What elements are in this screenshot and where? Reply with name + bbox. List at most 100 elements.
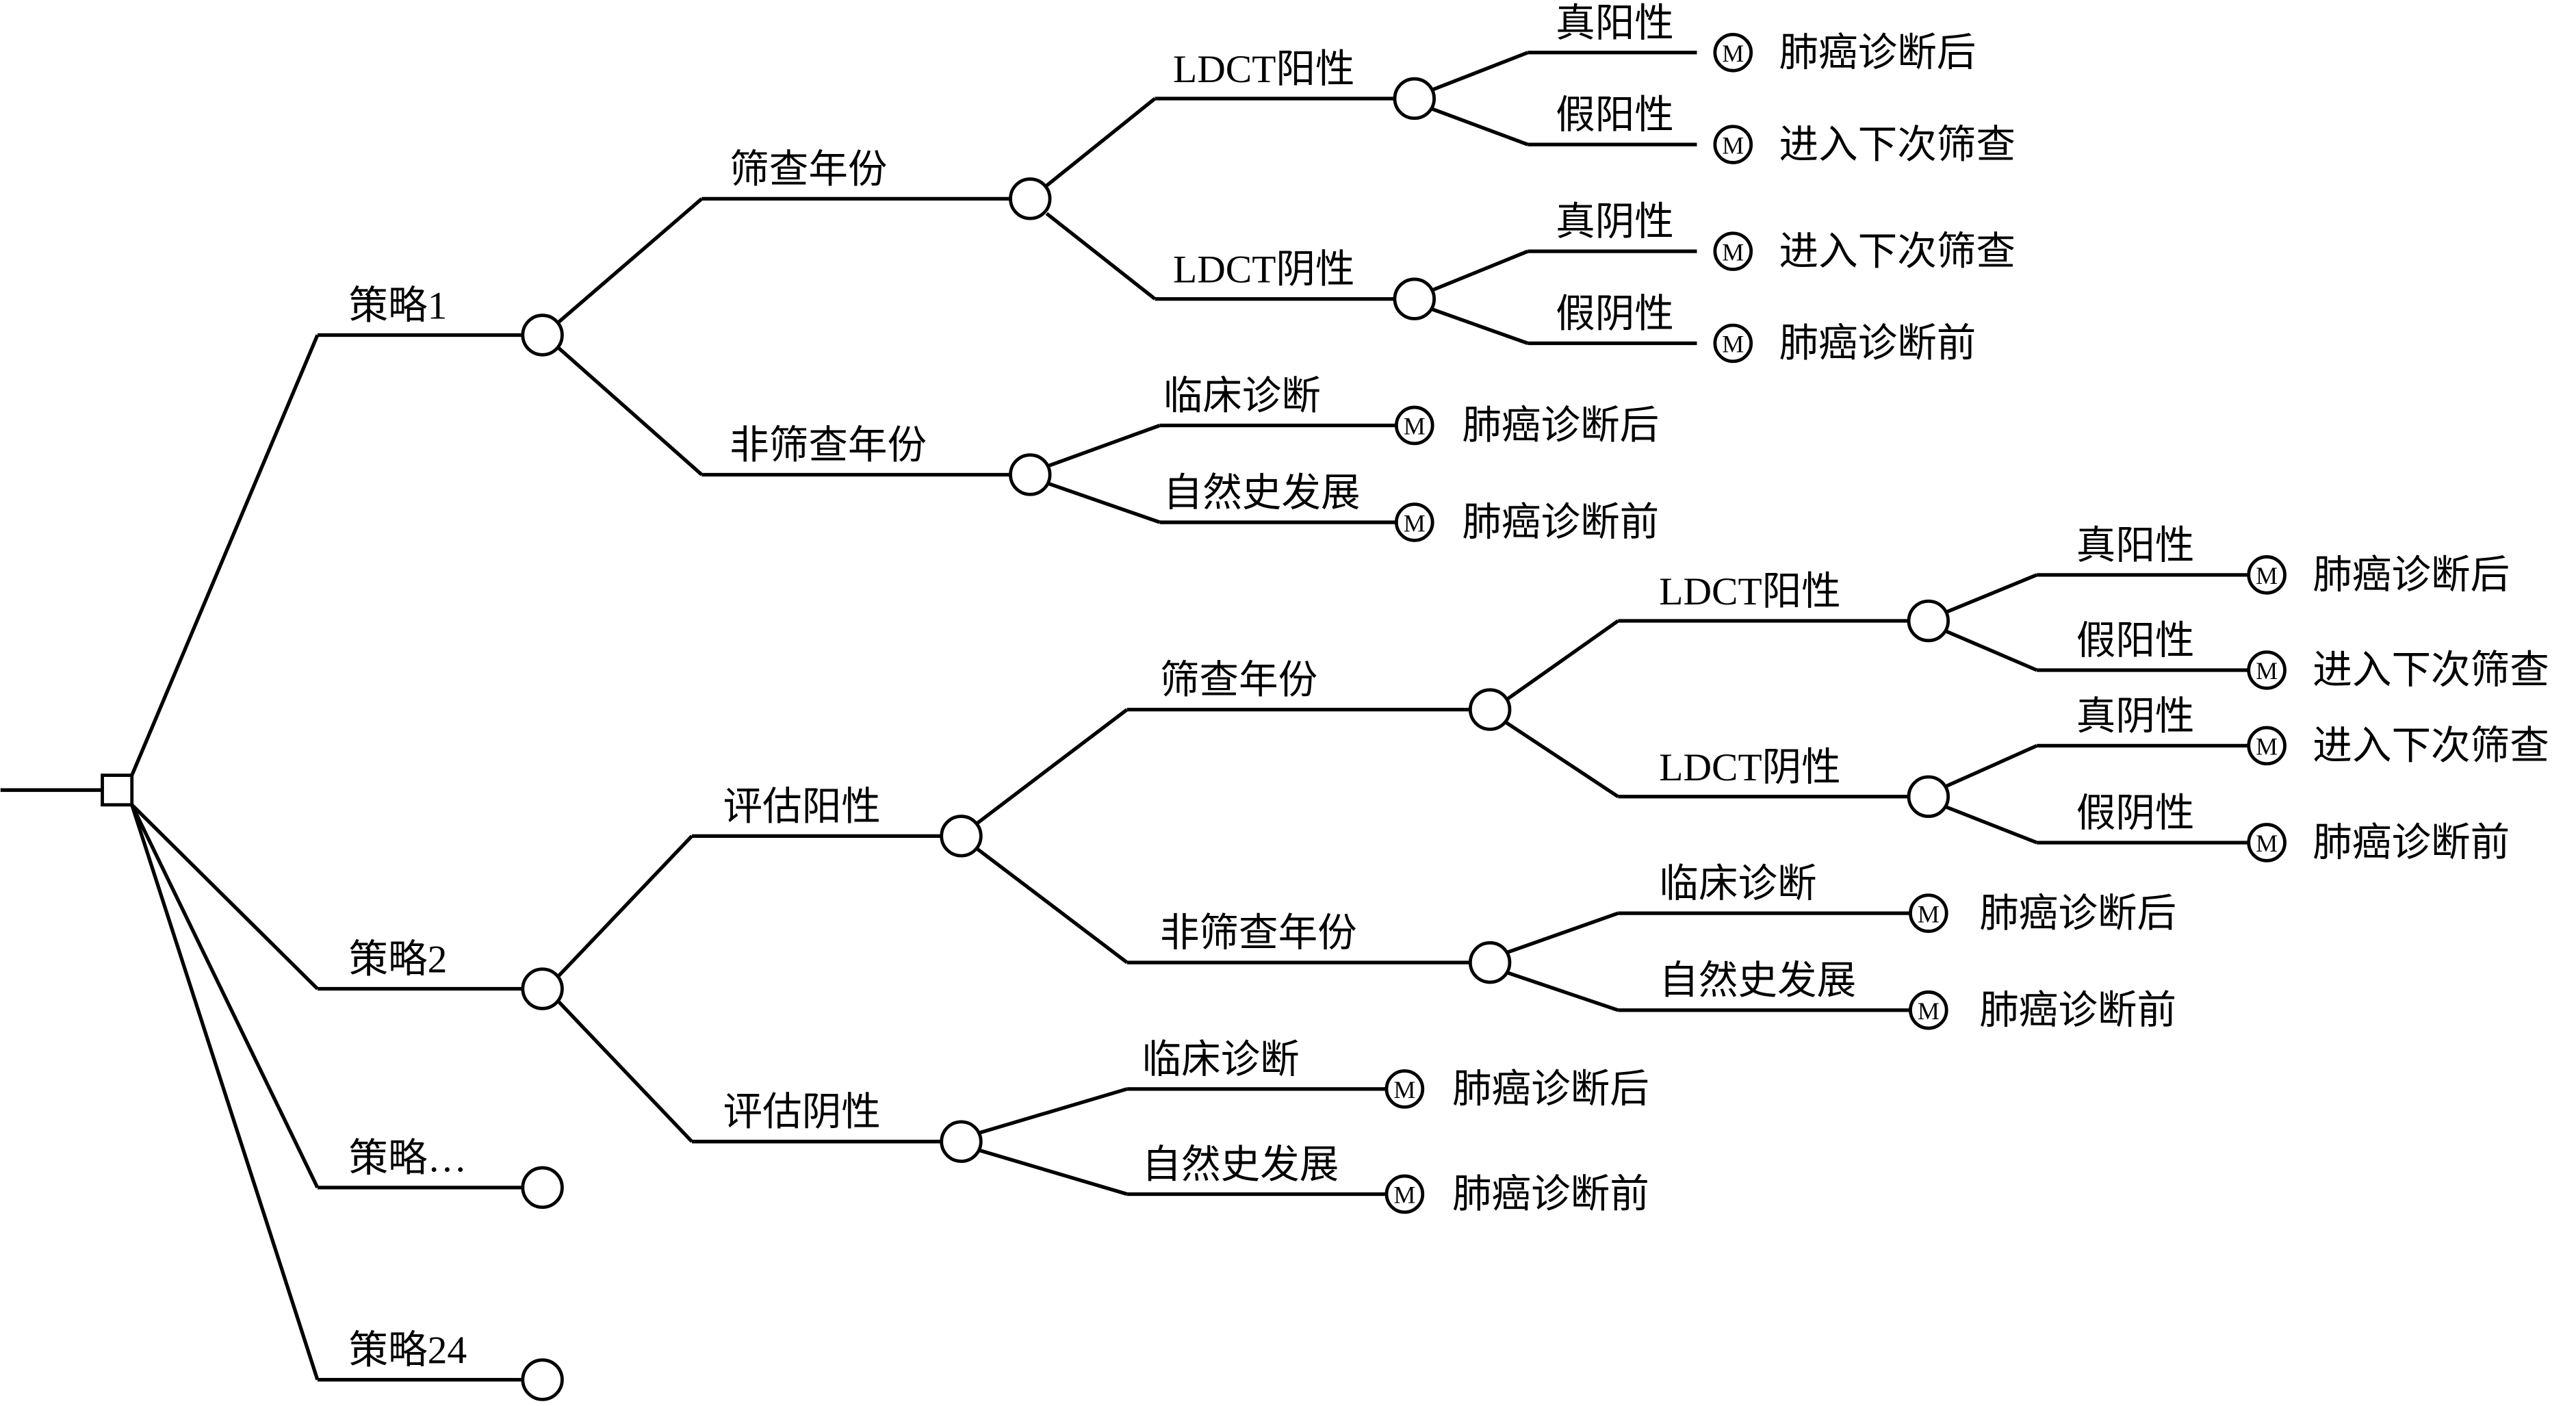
branch-line	[1046, 423, 1161, 468]
branch-line	[1944, 743, 2038, 789]
clinical-diagnosis-label: 临床诊断	[1142, 1038, 1299, 1082]
terminal-label: 肺癌诊断前	[1462, 501, 1659, 544]
chance-node	[940, 1120, 983, 1163]
markov-node-label: M	[1393, 1181, 1415, 1209]
terminal-label: 进入下次筛查	[1779, 230, 2015, 273]
markov-node-label: M	[2256, 657, 2278, 685]
branch-line	[1505, 619, 1619, 702]
markov-node	[1909, 893, 1948, 933]
true-positive-label: 真阳性	[1556, 2, 1674, 45]
ldct-negative-label: LDCT阴性	[1659, 746, 1840, 789]
branch-line	[1506, 971, 1619, 1012]
markov-node-label: M	[1918, 997, 1940, 1025]
screening-year-label: 筛查年份	[1160, 659, 1317, 702]
chance-node	[1907, 775, 1950, 818]
branch-line	[1430, 51, 1529, 92]
markov-node	[2247, 726, 2287, 766]
false-positive-label: 假阳性	[2076, 619, 2195, 663]
branch-line	[557, 197, 704, 324]
chance-node	[1393, 77, 1436, 120]
non-screening-year-label: 非筛查年份	[1160, 912, 1357, 955]
decision-node	[101, 774, 134, 807]
natural-history-label: 自然史发展	[1659, 960, 1856, 1003]
chance-node	[1907, 599, 1950, 643]
markov-node-label: M	[1722, 331, 1744, 358]
markov-node	[1713, 231, 1753, 271]
markov-node-label: M	[2256, 733, 2278, 760]
false-positive-label: 假阳性	[1556, 94, 1674, 137]
chance-node	[521, 1166, 564, 1210]
branch-line	[1045, 97, 1157, 188]
markov-node-label: M	[1393, 1076, 1415, 1103]
chance-node	[1468, 688, 1512, 731]
markov-node	[2247, 823, 2287, 862]
branch-line	[976, 708, 1129, 825]
strategy-1-label: 策略1	[348, 285, 447, 328]
strategy-24-label: 策略24	[348, 1329, 467, 1372]
terminal-label: 肺癌诊断前	[1452, 1173, 1649, 1216]
chance-node	[1009, 177, 1052, 220]
markov-node	[1394, 405, 1434, 446]
terminal-label: 肺癌诊断前	[1779, 322, 1976, 366]
branch-line	[557, 1000, 693, 1143]
terminal-label: 肺癌诊断后	[1779, 31, 1976, 75]
branch-line	[130, 804, 320, 1381]
true-negative-label: 真阴性	[1556, 201, 1674, 244]
chance-node	[1468, 941, 1512, 984]
markov-node	[2247, 555, 2287, 595]
branch-line	[1944, 804, 2038, 845]
branch-line	[557, 834, 693, 977]
chance-node	[521, 314, 564, 357]
screening-year-label: 筛查年份	[730, 148, 887, 191]
terminal-label: 肺癌诊断前	[2313, 821, 2510, 865]
terminal-label: 肺癌诊断后	[1452, 1068, 1649, 1111]
branch-line	[130, 334, 320, 776]
branch-line	[1944, 573, 2038, 615]
branch-line	[1505, 721, 1619, 798]
chance-node	[521, 1358, 564, 1401]
markov-node-label: M	[1722, 238, 1744, 266]
markov-node-label: M	[1404, 509, 1426, 537]
non-screening-year-label: 非筛查年份	[730, 424, 927, 467]
branch-line	[1430, 106, 1529, 146]
assessment-negative-label: 评估阴性	[723, 1091, 881, 1134]
true-positive-label: 真阳性	[2076, 524, 2195, 567]
branch-line	[557, 346, 704, 476]
assessment-positive-label: 评估阳性	[723, 785, 881, 828]
branch-line	[1046, 481, 1161, 524]
terminal-label: 肺癌诊断后	[2313, 554, 2510, 597]
branch-line	[977, 1148, 1128, 1196]
branch-line	[976, 847, 1129, 964]
ldct-negative-label: LDCT阴性	[1173, 248, 1354, 292]
true-negative-label: 真阴性	[2076, 695, 2195, 738]
terminal-label: 肺癌诊断后	[1462, 405, 1659, 448]
markov-node	[1394, 502, 1434, 542]
clinical-diagnosis-label: 临床诊断	[1163, 374, 1321, 418]
clinical-diagnosis-label: 临床诊断	[1659, 862, 1816, 906]
markov-node	[1384, 1174, 1425, 1214]
ldct-positive-label: LDCT阳性	[1173, 48, 1354, 91]
terminal-label: 肺癌诊断后	[1979, 892, 2176, 935]
markov-node-label: M	[2256, 562, 2278, 589]
markov-node	[1713, 125, 1753, 164]
markov-node-label: M	[2256, 830, 2278, 857]
branch-line	[130, 804, 320, 1189]
strategy-2-label: 策略2	[348, 938, 447, 982]
natural-history-label: 自然史发展	[1142, 1143, 1339, 1186]
natural-history-label: 自然史发展	[1163, 472, 1361, 515]
markov-node	[1713, 32, 1753, 73]
branch-line	[977, 1087, 1128, 1136]
markov-node	[2247, 650, 2287, 690]
branch-line	[130, 803, 319, 990]
false-negative-label: 假阴性	[2076, 792, 2195, 835]
chance-node	[521, 967, 564, 1010]
markov-node-label: M	[1722, 40, 1744, 67]
terminal-label: 进入下次筛查	[2313, 725, 2549, 768]
strategy-ellipsis-label: 策略…	[348, 1137, 467, 1180]
markov-node	[1909, 990, 1948, 1030]
branch-line	[1430, 307, 1529, 345]
chance-node	[1009, 453, 1052, 496]
markov-node-label: M	[1404, 413, 1426, 440]
false-negative-label: 假阴性	[1556, 293, 1674, 336]
